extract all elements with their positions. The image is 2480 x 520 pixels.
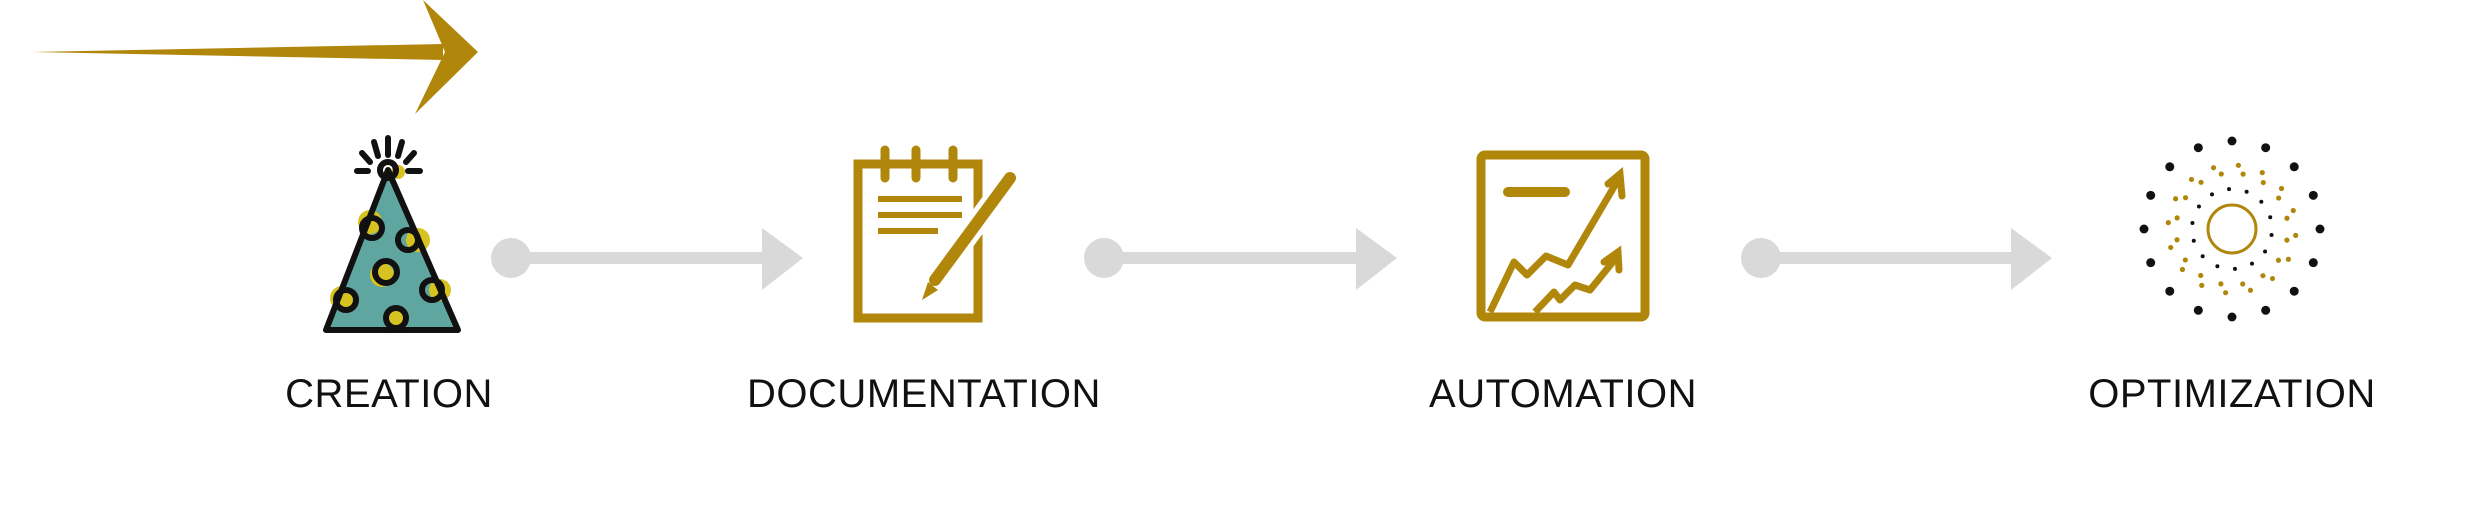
burst-dot [2263, 249, 2268, 254]
burst-dot [2235, 162, 2241, 168]
burst-dot [2165, 162, 2175, 172]
burst-dot [2261, 305, 2271, 315]
burst-dot [2269, 232, 2274, 237]
burst-dot [2165, 220, 2171, 226]
burst-dot [2174, 237, 2180, 243]
connector-arrow-1 [491, 228, 803, 290]
burst-dot [2196, 204, 2201, 209]
burst-dot [2276, 195, 2282, 201]
connector-arrow-3 [1741, 228, 2052, 290]
burst-dot [2179, 266, 2186, 273]
burst-dot [2210, 165, 2217, 171]
burst-dot [2146, 190, 2156, 200]
burst-dot [2289, 162, 2299, 172]
burst-dot [2191, 238, 2196, 243]
step-label-optimization: OPTIMIZATION [2088, 372, 2376, 416]
burst-dot [2190, 221, 2195, 226]
burst-dot [2193, 143, 2203, 153]
burst-dot [2259, 170, 2265, 176]
burst-dot [2261, 143, 2271, 153]
burst-dot [2168, 244, 2174, 251]
step-label-documentation: DOCUMENTATION [747, 372, 1101, 416]
burst-dot [2293, 232, 2299, 238]
burst-dot [2210, 192, 2215, 197]
burst-dot [2269, 275, 2276, 282]
burst-dot [2268, 215, 2273, 220]
burst-dot [2284, 237, 2290, 243]
step-label-automation: AUTOMATION [1429, 372, 1697, 416]
burst-dot [2139, 224, 2149, 234]
burst-dot [2198, 272, 2204, 279]
burst-dot [2227, 136, 2237, 146]
burst-dot [2218, 171, 2224, 177]
burst-dot [2285, 256, 2291, 262]
radiating-dots-icon [2139, 136, 2325, 322]
burst-dot [2200, 254, 2205, 259]
step-label-creation: CREATION [285, 372, 493, 416]
burst-dot [2173, 196, 2179, 202]
burst-dot [2249, 261, 2254, 266]
top-arrow-icon [32, 0, 478, 114]
notepad-pencil-icon [853, 145, 1019, 323]
burst-dot [2290, 207, 2296, 214]
burst-dot [2308, 190, 2318, 200]
burst-dot [2198, 179, 2204, 185]
burst-dot [2232, 266, 2237, 271]
burst-dot [2247, 287, 2254, 293]
burst-dot [2182, 195, 2189, 201]
burst-dot [2260, 179, 2266, 186]
burst-dot [2240, 281, 2246, 287]
burst-dot [2182, 257, 2188, 263]
burst-dot [2260, 273, 2266, 279]
burst-dot [2218, 281, 2224, 287]
burst-dot [2308, 258, 2318, 268]
burst-dot [2215, 264, 2220, 269]
burst-dot [2165, 286, 2175, 296]
burst-dot [2188, 176, 2195, 183]
connector-arrow-2 [1084, 228, 1397, 290]
burst-dot [2223, 290, 2229, 296]
burst-dot [2193, 305, 2203, 315]
burst-dot [2315, 224, 2325, 234]
burst-dot [2289, 286, 2299, 296]
burst-dot [2199, 282, 2205, 288]
burst-dot [2227, 187, 2232, 192]
burst-dot [2227, 312, 2237, 322]
burst-dot [2278, 185, 2285, 192]
burst-dot [2275, 257, 2282, 263]
burst-dot [2146, 258, 2156, 268]
burst-dot [2244, 189, 2249, 194]
burst-dot [2174, 215, 2180, 221]
burst-dot [2240, 171, 2246, 177]
party-hat-icon [323, 135, 461, 333]
burst-dot [2284, 215, 2290, 221]
growth-chart-icon [1476, 150, 1650, 322]
burst-dot [2259, 199, 2264, 204]
